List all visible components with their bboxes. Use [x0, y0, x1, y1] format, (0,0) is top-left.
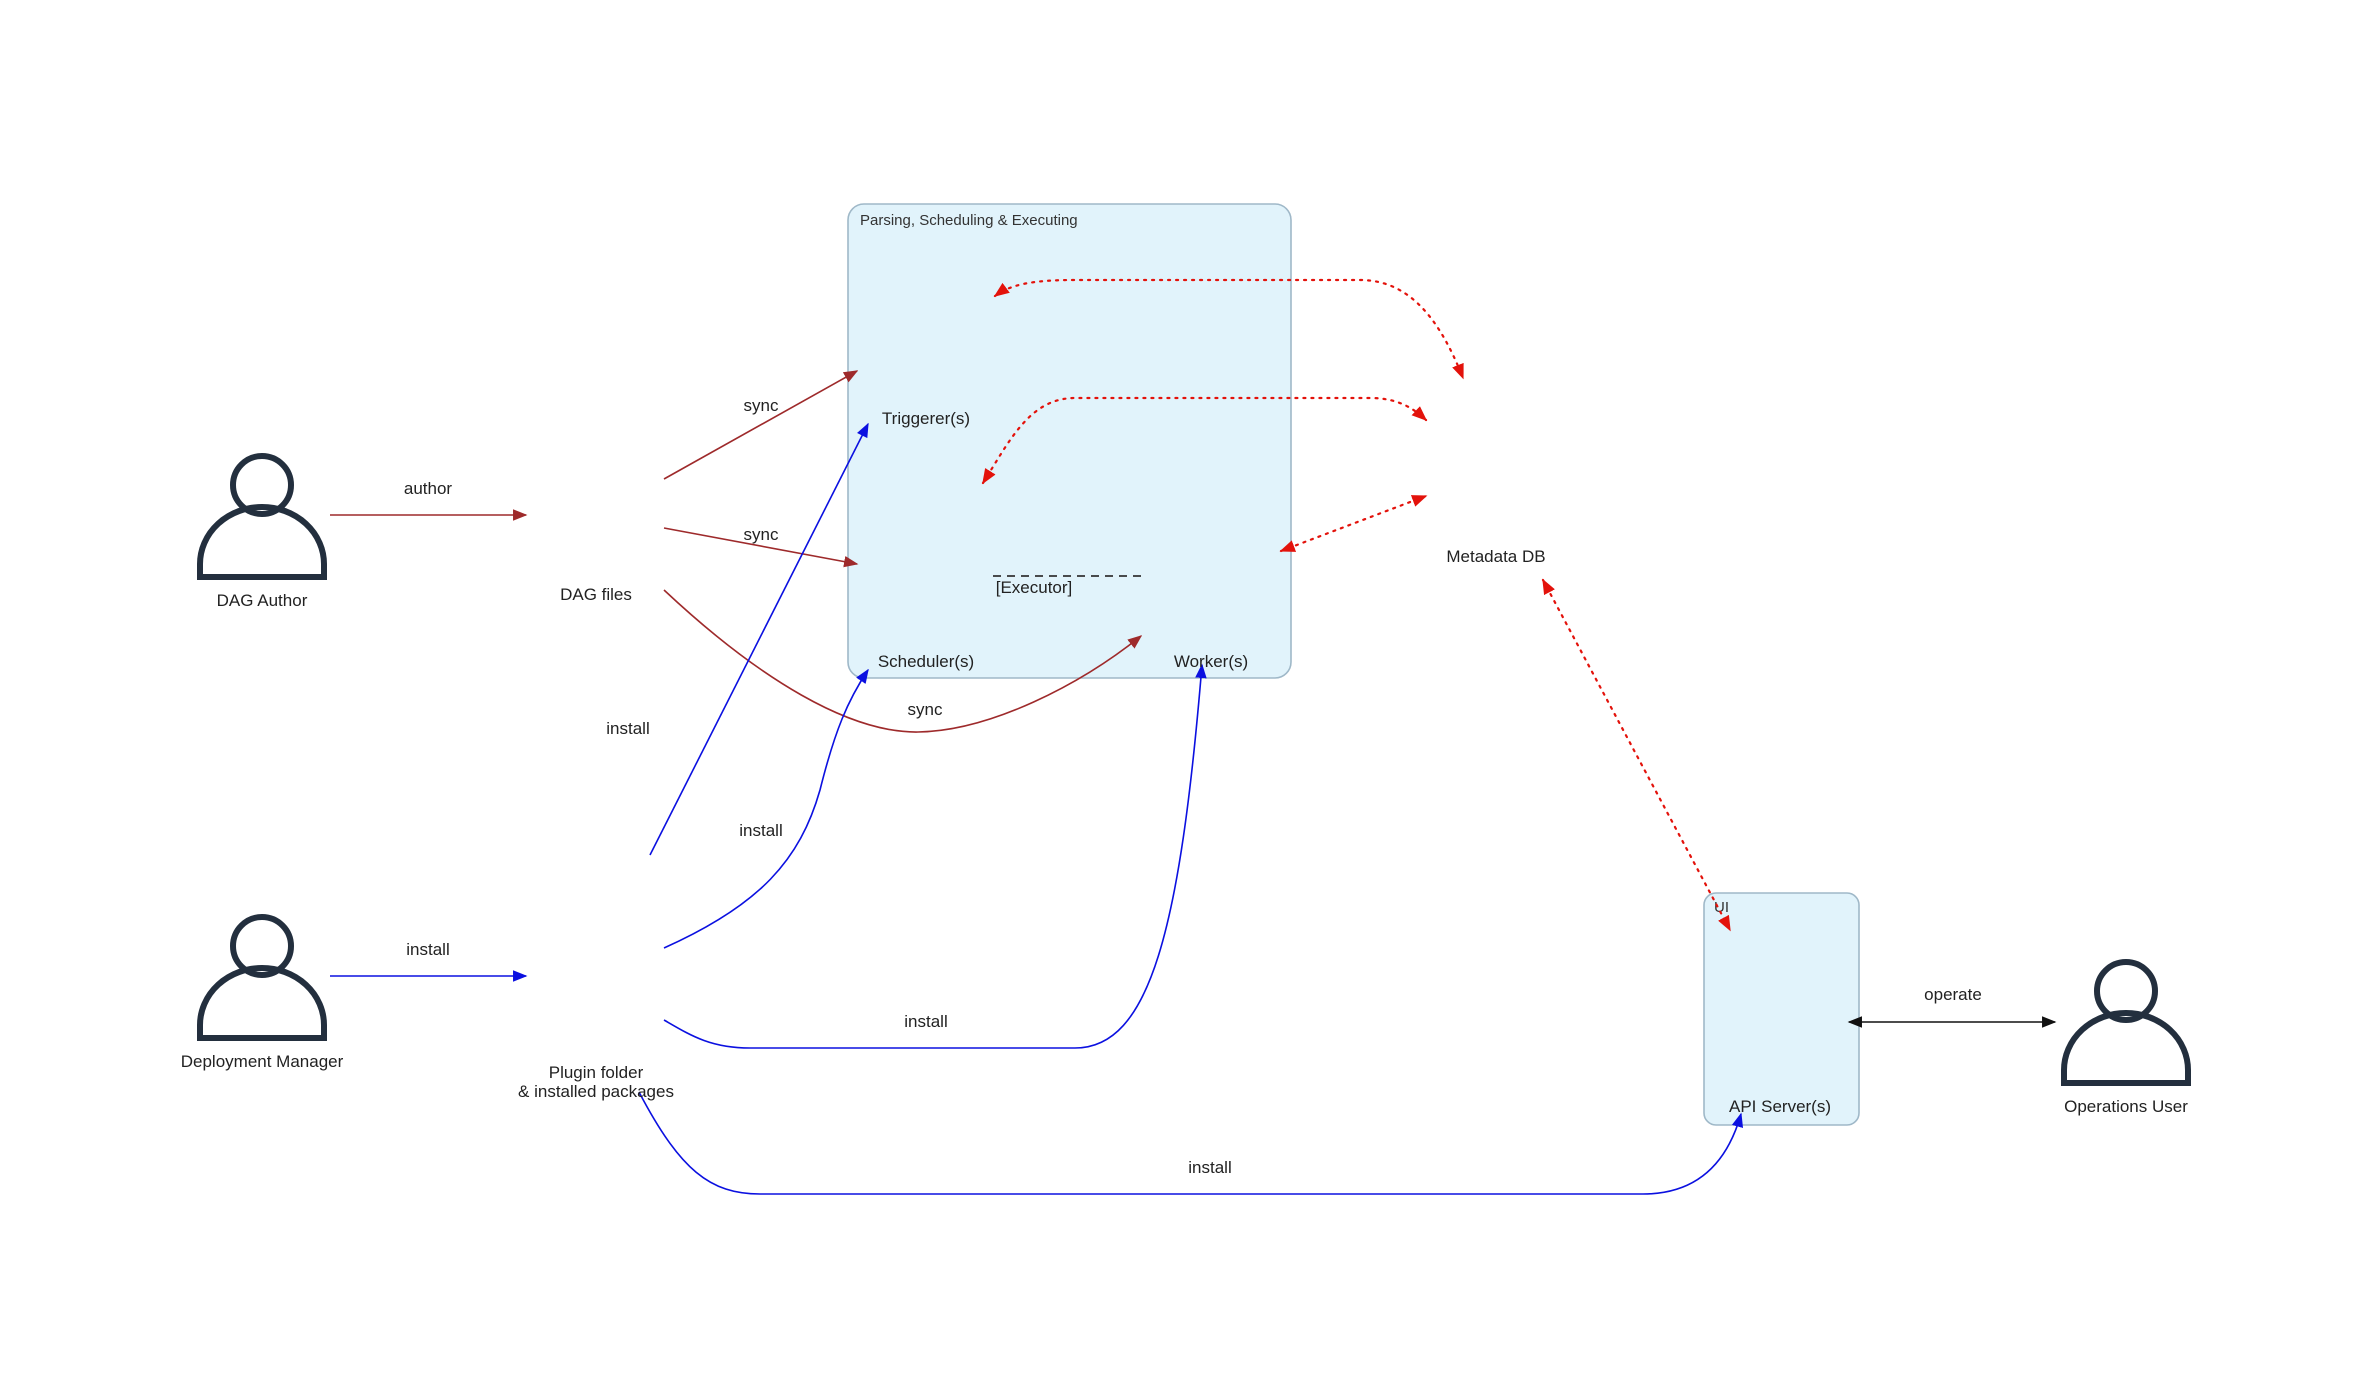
label-worker: Worker(s)	[1174, 652, 1248, 671]
edge-label-install-worker: install	[904, 1012, 947, 1031]
edge-label-sync-worker: sync	[908, 700, 943, 719]
person-icon	[2061, 959, 2191, 1086]
label-dag-author: DAG Author	[217, 591, 308, 610]
label-triggerer: Triggerer(s)	[882, 409, 970, 428]
edge-label-operate: operate	[1924, 985, 1982, 1004]
cluster-ui: UI	[1703, 892, 1860, 1126]
person-icon	[197, 453, 327, 580]
edge-label-sync-triggerer: sync	[744, 396, 779, 415]
label-metadata-db: Metadata DB	[1446, 547, 1545, 566]
edge-install-api	[638, 1091, 1744, 1195]
person-icon	[197, 914, 327, 1041]
label-operations-user: Operations User	[2064, 1097, 2188, 1116]
label-api-server: API Server(s)	[1729, 1097, 1831, 1116]
label-executor: [Executor]	[996, 578, 1073, 597]
label-plugin-folder-line2: & installed packages	[518, 1082, 674, 1101]
label-scheduler: Scheduler(s)	[878, 652, 974, 671]
edge-sync-scheduler	[663, 527, 859, 568]
edge-db-worker	[1279, 494, 1428, 553]
edge-label-install-api: install	[1188, 1158, 1231, 1177]
edge-label-install-triggerer: install	[606, 719, 649, 738]
edge-db-scheduler	[981, 396, 1428, 485]
label-deployment-manager: Deployment Manager	[181, 1052, 344, 1071]
edge-install-scheduler	[663, 668, 869, 949]
edge-install-triggerer	[649, 422, 869, 856]
edge-db-triggerer	[993, 278, 1465, 380]
cluster-parsing-scheduling-executing: Parsing, Scheduling & Executing	[847, 203, 1292, 679]
label-plugin-folder-line1: Plugin folder	[549, 1063, 644, 1082]
edge-sync-triggerer	[663, 370, 859, 480]
cluster-title-parsing: Parsing, Scheduling & Executing	[860, 212, 1078, 229]
edge-sync-worker	[663, 589, 1143, 733]
edge-install-worker	[663, 663, 1207, 1049]
edge-label-author: author	[404, 479, 453, 498]
edge-label-sync-scheduler: sync	[744, 525, 779, 544]
label-dag-files: DAG files	[560, 585, 632, 604]
edge-label-install-manager: install	[406, 940, 449, 959]
edge-label-install-scheduler: install	[739, 821, 782, 840]
edge-db-api	[1541, 578, 1732, 932]
